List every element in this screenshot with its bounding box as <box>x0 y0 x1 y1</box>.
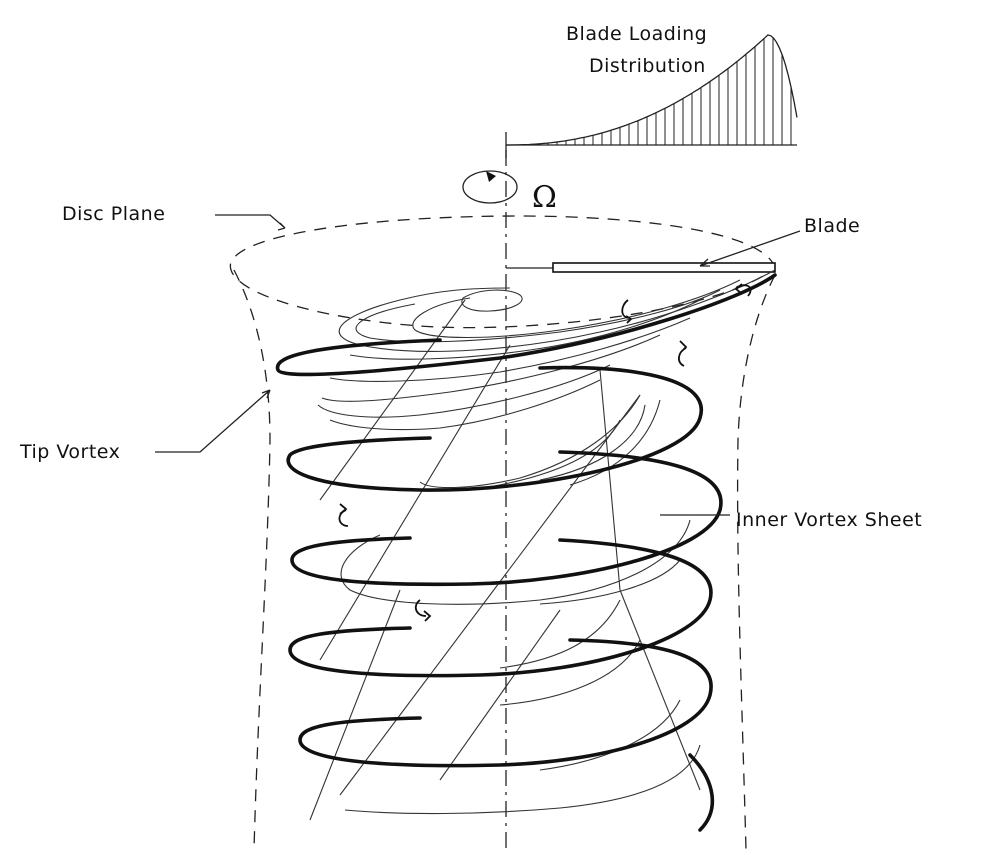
loading-hatching <box>529 37 792 145</box>
blade-loading-title-line1: Blade Loading <box>566 23 707 45</box>
circulation-arrow-icons <box>338 283 752 622</box>
tip-vortex-helix <box>275 273 777 832</box>
blade-loading-distribution <box>505 34 798 158</box>
blade-loading-title-line2: Distribution <box>589 55 706 77</box>
disc-plane-ellipse <box>229 215 776 329</box>
wake-boundary-left <box>233 269 271 851</box>
wake-boundary-right <box>736 274 776 851</box>
loading-curve <box>506 34 798 146</box>
tip-vortex-label: Tip Vortex <box>19 441 120 463</box>
rotation-arrow-icon <box>462 170 518 204</box>
disc-plane-label: Disc Plane <box>62 203 165 225</box>
omega-symbol: Ω <box>532 180 557 215</box>
leader-lines <box>155 214 801 516</box>
inner-vortex-sheet <box>309 269 776 821</box>
blade-label: Blade <box>804 215 860 237</box>
inner-vortex-sheet-label: Inner Vortex Sheet <box>736 509 922 531</box>
blade <box>552 262 776 273</box>
